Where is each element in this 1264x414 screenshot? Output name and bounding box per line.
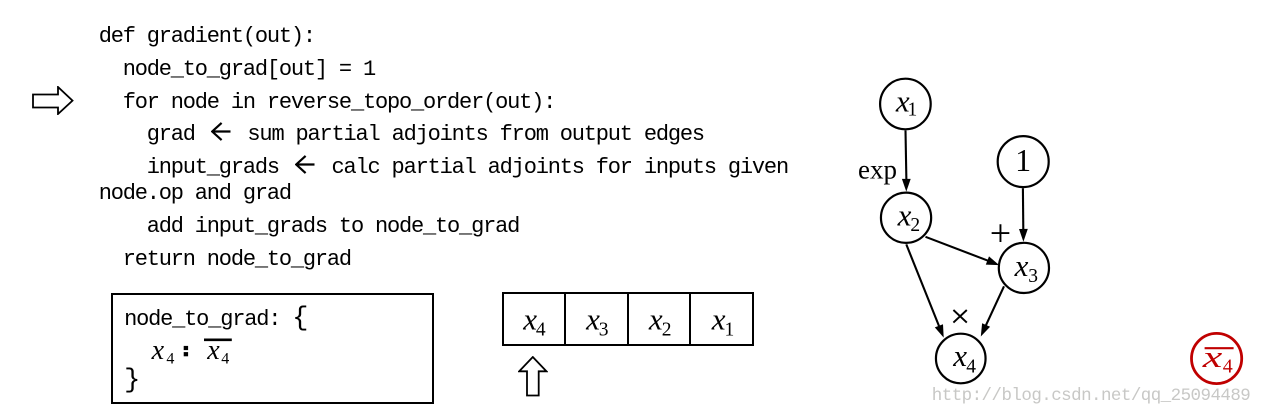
svg-text:x: x xyxy=(585,302,600,337)
svg-text:4: 4 xyxy=(1223,356,1233,378)
svg-text:1: 1 xyxy=(1015,142,1031,178)
svg-text:x: x xyxy=(897,198,912,233)
svg-text:3: 3 xyxy=(599,320,609,341)
svg-text:x: x xyxy=(952,338,967,373)
svg-text:x: x xyxy=(1014,248,1029,283)
svg-text:x: x xyxy=(1201,339,1222,374)
svg-text:x: x xyxy=(206,335,220,366)
svg-text:x: x xyxy=(711,302,726,337)
svg-text:+: + xyxy=(990,213,1011,255)
svg-text:1: 1 xyxy=(725,320,735,341)
svg-text:exp: exp xyxy=(858,154,897,184)
svg-text:4: 4 xyxy=(966,357,976,378)
svg-text:2: 2 xyxy=(662,320,672,341)
svg-text:4: 4 xyxy=(221,350,229,367)
svg-text:2: 2 xyxy=(910,215,920,236)
svg-text:x: x xyxy=(522,302,537,337)
svg-text:1: 1 xyxy=(908,100,918,121)
svg-text:4: 4 xyxy=(166,350,174,367)
svg-text:x: x xyxy=(895,84,910,119)
svg-text:x: x xyxy=(151,335,165,366)
svg-text:x: x xyxy=(648,302,663,337)
svg-text:4: 4 xyxy=(536,320,546,341)
svg-text:3: 3 xyxy=(1028,266,1038,287)
